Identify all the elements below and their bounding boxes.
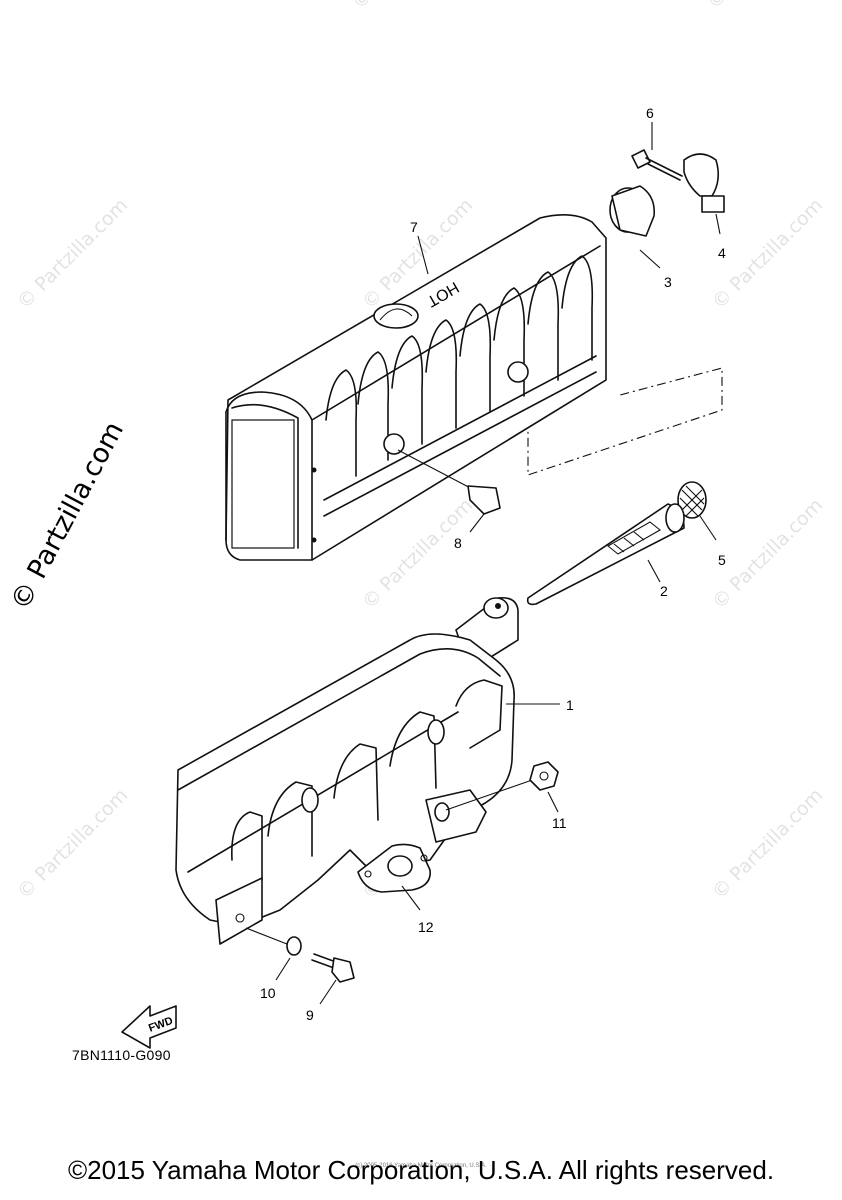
part-3-band bbox=[609, 185, 661, 269]
watermark: © Partzilla.com bbox=[708, 194, 827, 313]
part-5-screen bbox=[677, 481, 717, 541]
small-copyright: (c) 2005-2016 Yamaha Motor Corporation, … bbox=[355, 1163, 487, 1169]
part-8-bolt bbox=[397, 449, 501, 533]
watermark: © Partzilla.com bbox=[348, 0, 467, 14]
callout-4: 4 bbox=[718, 245, 726, 261]
callout-numbers: 1 2 3 4 5 6 7 8 9 10 11 12 bbox=[260, 105, 726, 1023]
part-10-washer bbox=[245, 927, 302, 981]
part-11-nut bbox=[445, 761, 559, 813]
callout-5: 5 bbox=[718, 552, 726, 568]
watermark: © Partzilla.com bbox=[13, 784, 132, 903]
side-watermark: © Partzilla.com bbox=[5, 417, 130, 616]
callout-11: 11 bbox=[552, 815, 567, 831]
part-12-gasket bbox=[357, 843, 431, 911]
part-9-bolt bbox=[311, 953, 355, 1005]
part-6-bolt bbox=[631, 122, 683, 181]
watermark: © Partzilla.com bbox=[703, 0, 822, 14]
part-2-tail-pipe bbox=[526, 503, 685, 606]
watermark: © Partzilla.com bbox=[708, 494, 827, 613]
callout-7: 7 bbox=[410, 219, 418, 235]
part-1-muffler bbox=[175, 596, 560, 945]
callout-9: 9 bbox=[306, 1007, 314, 1023]
callout-12: 12 bbox=[418, 919, 434, 935]
callout-6: 6 bbox=[646, 105, 654, 121]
part-7-heat-protector: HOT bbox=[225, 214, 607, 561]
watermark: © Partzilla.com bbox=[708, 784, 827, 903]
callout-1: 1 bbox=[566, 697, 574, 713]
watermark: © Partzilla.com bbox=[13, 194, 132, 313]
diagram-code: 7BN1110-G090 bbox=[72, 1047, 171, 1063]
callout-2: 2 bbox=[660, 583, 668, 599]
callout-3: 3 bbox=[664, 274, 672, 290]
forward-direction-arrow: FWD bbox=[121, 1005, 177, 1049]
callout-10: 10 bbox=[260, 985, 276, 1001]
part-4-clamp bbox=[683, 153, 725, 235]
callout-8: 8 bbox=[454, 535, 462, 551]
copyright-footer: ©2015 Yamaha Motor Corporation, U.S.A. A… bbox=[67, 1155, 775, 1185]
